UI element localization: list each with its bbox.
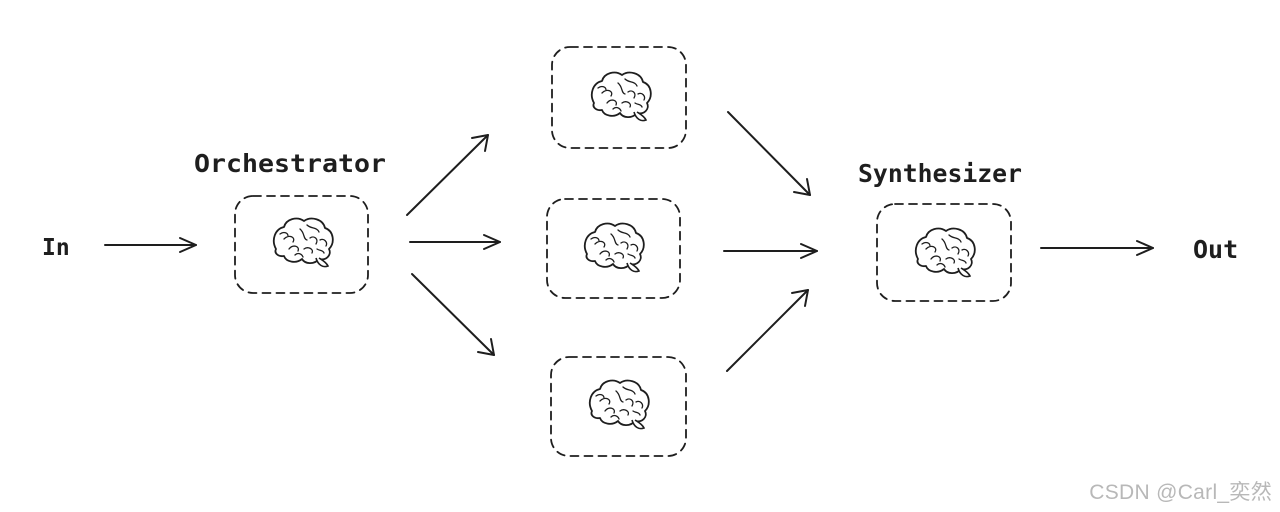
brain-icon [583,222,645,273]
orchestrator-label: Orchestrator [194,149,386,178]
worker-node-bottom [550,356,687,457]
arrow-orchestrator-to-worker-bottom [411,273,495,356]
arrow-orchestrator-to-worker-middle [409,234,501,250]
worker-node-top [551,46,687,149]
brain-icon [588,379,650,430]
orchestrator-node [234,195,369,294]
worker-node-middle [546,198,681,299]
output-label: Out [1193,235,1238,264]
synthesizer-label: Synthesizer [858,159,1022,188]
brain-icon [914,227,976,278]
arrow-worker-middle-to-synthesizer [723,243,818,259]
arrow-orchestrator-to-worker-top [406,134,489,216]
brain-icon [590,71,652,122]
input-label: In [42,235,70,261]
arrow-worker-top-to-synthesizer [727,111,811,196]
arrow-in-to-orchestrator [104,237,197,253]
arrow-worker-bottom-to-synthesizer [726,289,809,372]
synthesizer-node [876,203,1012,302]
arrow-synthesizer-to-out [1040,240,1154,256]
watermark: CSDN @Carl_奕然 [1089,481,1272,504]
brain-icon [272,217,334,268]
